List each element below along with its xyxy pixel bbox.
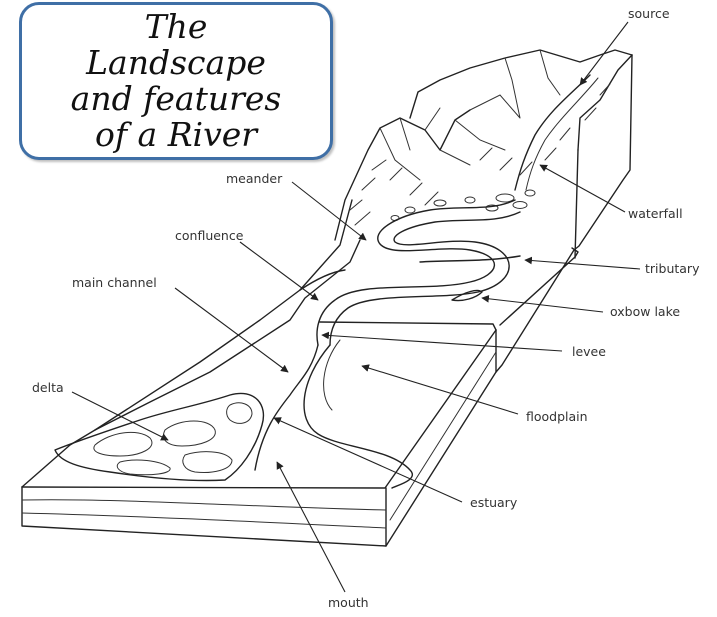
meander-channel-bank (330, 212, 520, 345)
upper-stream-bank (526, 78, 598, 190)
title-line-4: of a River (95, 117, 257, 153)
label-mouth: mouth (328, 595, 369, 610)
label-oxbow-lake: oxbow lake (610, 304, 680, 319)
leader-main-channel (175, 288, 288, 372)
leader-levee (322, 335, 562, 351)
leader-mouth (277, 462, 345, 592)
plateau-edge (320, 322, 496, 330)
label-tributary: tributary (645, 261, 700, 276)
leader-tributary (525, 260, 640, 269)
waterfall-pool (391, 190, 535, 221)
leader-source (580, 22, 628, 85)
tributary-stream (420, 256, 520, 262)
label-delta: delta (32, 380, 64, 395)
front-slab-face (22, 487, 386, 546)
lower-channel-right (304, 345, 412, 488)
right-side-face (386, 330, 496, 546)
label-estuary: estuary (470, 495, 518, 510)
confluence-inlet (300, 270, 345, 290)
title-line-2: Landscape (86, 45, 266, 81)
leader-confluence (240, 242, 318, 300)
label-main-channel: main channel (72, 275, 157, 290)
label-floodplain: floodplain (526, 409, 588, 424)
front-slab-layer (22, 500, 386, 510)
delta (55, 393, 263, 480)
leader-estuary (274, 418, 462, 502)
title-line-1: The (145, 9, 208, 45)
label-source: source (628, 6, 670, 21)
label-levee: levee (572, 344, 606, 359)
title-box: The Landscape and features of a River (19, 2, 333, 160)
upper-right-face (575, 150, 578, 258)
leader-waterfall (540, 165, 625, 212)
label-waterfall: waterfall (628, 206, 683, 221)
right-mountain-face (578, 55, 632, 150)
leader-meander (292, 182, 366, 240)
title-line-3: and features (71, 81, 282, 117)
mountain-rock-lines (380, 50, 560, 180)
label-confluence: confluence (175, 228, 244, 243)
lower-channel-left (255, 345, 318, 470)
front-slab-layer-2 (22, 513, 386, 528)
label-meander: meander (226, 171, 283, 186)
upper-shelf (500, 248, 578, 325)
